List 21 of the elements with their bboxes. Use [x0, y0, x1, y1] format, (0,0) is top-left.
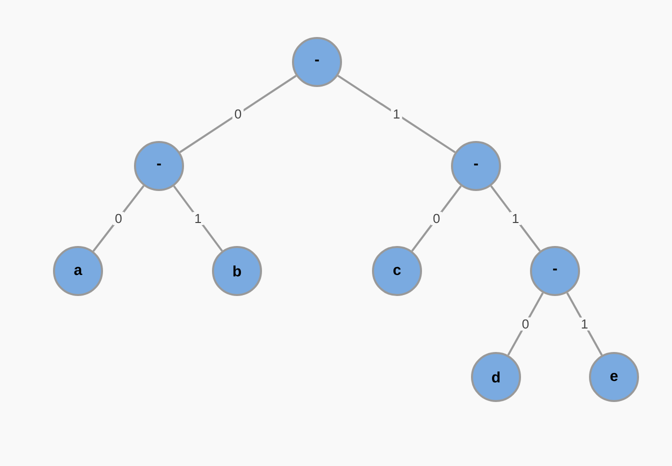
- tree-node: -: [292, 37, 342, 87]
- tree-edge: [173, 185, 223, 252]
- tree-node: a: [53, 246, 103, 296]
- tree-node: -: [134, 141, 184, 191]
- tree-node: -: [451, 141, 501, 191]
- tree-edge: [337, 74, 456, 154]
- tree-edge: [566, 292, 603, 356]
- tree-edge: [411, 185, 462, 252]
- edge-label: 1: [390, 108, 402, 120]
- edge-label: 1: [192, 212, 204, 225]
- tree-edge: [507, 292, 544, 356]
- tree-node: d: [471, 352, 521, 402]
- tree-edge: [92, 185, 145, 252]
- tree-node: e: [589, 352, 639, 402]
- tree-node: c: [372, 246, 422, 296]
- edge-label: 1: [510, 212, 522, 225]
- tree-node: -: [530, 246, 580, 296]
- tree-edge: [179, 74, 297, 154]
- tree-edge: [490, 185, 541, 252]
- edge-label: 1: [578, 318, 590, 330]
- tree-node: b: [212, 246, 262, 296]
